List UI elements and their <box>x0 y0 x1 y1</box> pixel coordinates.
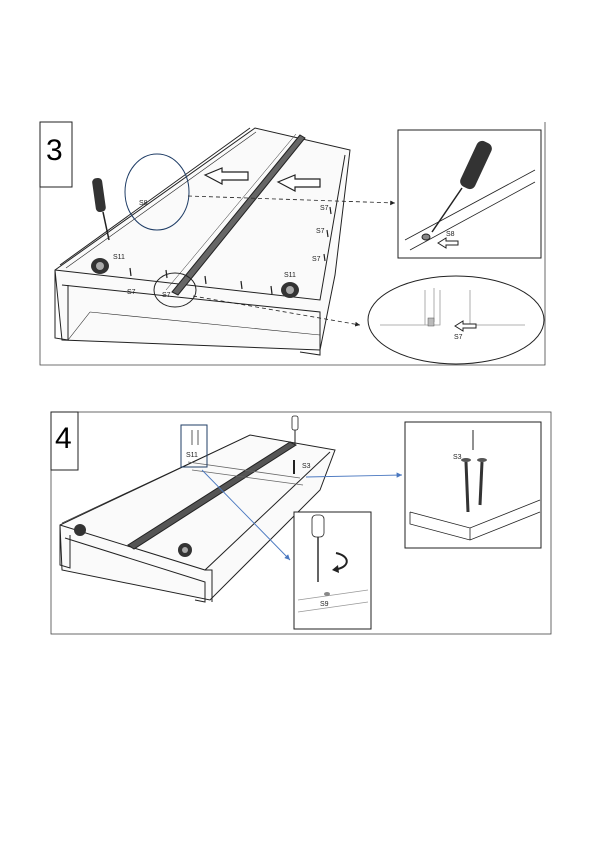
label-s8: S8 <box>139 200 148 207</box>
label-s8-detail: S8 <box>446 231 455 238</box>
screw-icon <box>191 430 199 445</box>
callout-arrow-s9 <box>201 469 291 561</box>
caster-wheel-icon <box>178 543 192 557</box>
step-3-number: 3 <box>46 134 63 167</box>
caster-wheel-icon <box>74 524 86 536</box>
step-4-number: 4 <box>55 422 72 455</box>
label-s7-r2: S7 <box>316 228 325 235</box>
label-s7-r3: S7 <box>312 256 321 263</box>
caster-wheel-icon <box>91 258 109 274</box>
step-4-number-box <box>50 411 79 471</box>
detail-ellipse-s7 <box>367 275 545 365</box>
label-s3-detail: S3 <box>453 454 462 461</box>
detail-box-s3 <box>404 421 542 549</box>
label-s7-center: S7 <box>162 292 171 299</box>
step-3-frame <box>39 122 546 366</box>
callout-arrow-s3 <box>305 472 403 478</box>
label-s7-detail: S7 <box>454 334 463 341</box>
callout-circle-s8 <box>124 153 190 231</box>
caster-wheel-icon <box>281 282 299 298</box>
label-s11: S11 <box>186 452 198 459</box>
push-arrow-icon <box>276 174 321 192</box>
label-s3: S3 <box>302 463 311 470</box>
screwdriver-icon <box>92 177 110 241</box>
screw-icon <box>461 458 487 513</box>
callout-line-s7 <box>192 295 361 327</box>
label-s11-left: S11 <box>113 254 125 261</box>
step-3-number-box <box>39 121 73 188</box>
callout-box-s11 <box>180 424 208 468</box>
screwdriver-icon <box>311 514 325 582</box>
screwdriver-icon <box>431 140 492 233</box>
label-s11-right: S11 <box>284 272 296 279</box>
detail-box-s8 <box>397 129 542 259</box>
label-s9-detail: S9 <box>320 601 329 608</box>
step-3-panel: 3 <box>39 121 546 366</box>
step-4-frame <box>50 411 552 635</box>
callout-circle-s7 <box>153 272 197 308</box>
screwdriver-icon <box>291 415 299 445</box>
step-4-panel: 4 <box>50 411 552 635</box>
label-s7-r1: S7 <box>320 205 329 212</box>
detail-box-s9 <box>293 511 372 630</box>
bed-frame-step3 <box>54 127 351 356</box>
push-arrow-icon <box>203 167 249 185</box>
bed-frame-step4 <box>59 434 336 603</box>
rotate-arrow-icon <box>332 552 348 573</box>
label-s7-left: S7 <box>127 289 136 296</box>
